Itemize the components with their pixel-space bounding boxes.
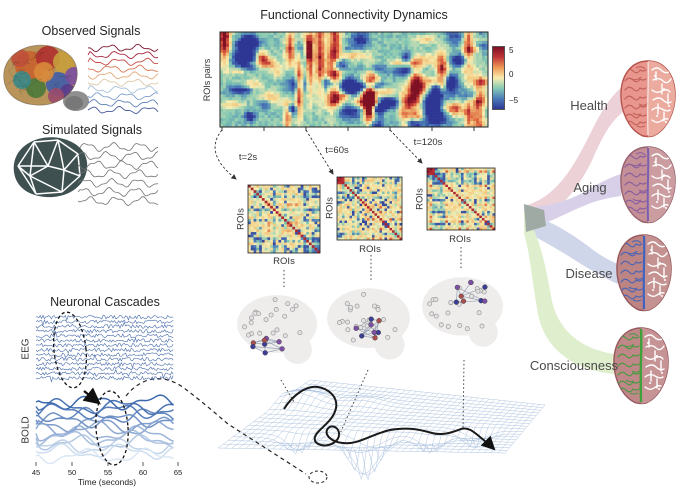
band-health — [524, 86, 623, 226]
simulated-signals-title: Simulated Signals — [41, 123, 143, 137]
simulated-signal-traces — [77, 141, 159, 207]
fcd-colorbar — [492, 46, 505, 110]
colorbar-tick-max: 5 — [509, 46, 514, 55]
eeg-axis-label: EEG — [20, 338, 32, 360]
xtick-65: 65 — [173, 468, 183, 477]
state-trajectory — [283, 385, 496, 451]
outcome-label-disease: Disease — [565, 266, 613, 281]
xtick-55: 55 — [103, 468, 113, 477]
heatmap-time-ticks — [221, 127, 475, 131]
eeg-dashed-ellipse — [52, 311, 88, 389]
bold-dashed-ellipse — [95, 390, 129, 466]
simulated-brain-illustration — [13, 137, 88, 198]
bold-axis-label: BOLD — [20, 416, 32, 444]
outcome-brains — [613, 60, 676, 405]
band-disease — [524, 212, 618, 284]
xtick-50: 50 — [67, 468, 77, 477]
fc-matrix-t2s — [247, 184, 321, 254]
band-aging — [524, 174, 621, 230]
matrix2-ylabel: ROIs — [324, 197, 336, 219]
xtick-60: 60 — [138, 468, 148, 477]
fc-matrix-t120s — [426, 167, 496, 231]
outcome-flow-bands — [524, 86, 623, 374]
fcd-heatmap — [219, 31, 489, 128]
observed-signals-title: Observed Signals — [41, 24, 141, 38]
cascades-title: Neuronal Cascades — [50, 295, 160, 309]
colorbar-tick-mid: 0 — [509, 70, 514, 79]
matrix3-xlabel: ROIs — [449, 234, 471, 245]
matrix1-xlabel: ROIs — [273, 256, 295, 267]
band-knot — [524, 204, 546, 232]
outcome-label-aging: Aging — [573, 180, 607, 195]
dotted-connectors — [280, 247, 465, 437]
time-axis-label: Time (seconds) — [77, 477, 137, 487]
brain-network-graphs — [237, 277, 503, 364]
time-axis-ticks — [35, 462, 179, 466]
snapshot-time-1: t=2s — [238, 152, 258, 163]
observed-brain-illustration — [3, 44, 89, 111]
xtick-45: 45 — [31, 468, 41, 477]
manifold-well-dashed-ellipse — [308, 470, 328, 484]
outcome-label-health: Health — [570, 98, 608, 113]
eeg-to-bold-arrow — [82, 387, 101, 405]
matrix1-ylabel: ROIs — [235, 208, 247, 230]
colorbar-tick-min: −5 — [509, 96, 519, 105]
fcd-ylabel: ROIs pairs — [202, 58, 212, 102]
observed-signal-traces — [87, 43, 159, 115]
outcome-label-consciousness: Consciousness — [529, 358, 619, 373]
attractor-manifold-mesh — [217, 379, 546, 481]
eeg-traces — [35, 314, 174, 383]
matrix3-ylabel: ROIs — [414, 188, 426, 210]
fcd-title: Functional Connectivity Dynamics — [260, 8, 448, 22]
bold-traces — [35, 394, 175, 465]
fc-matrix-t60s — [336, 176, 403, 241]
dashed-time-arrows — [214, 129, 423, 180]
snapshot-time-3: t=120s — [413, 137, 443, 148]
snapshot-time-2: t=60s — [325, 145, 349, 156]
matrix2-xlabel: ROIs — [359, 244, 381, 255]
band-consciousness — [524, 210, 614, 374]
